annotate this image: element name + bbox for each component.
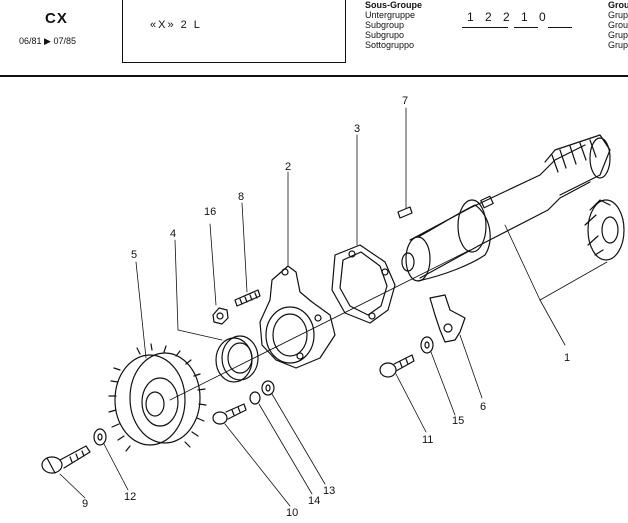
pulley-bolt: [41, 445, 91, 474]
group-labels: Grou Grup Grou Grup Grup: [608, 0, 628, 50]
engine-box: [122, 0, 346, 63]
callout-1: 1: [564, 352, 570, 364]
toothed-pulley: [108, 343, 207, 452]
subgroup-label-en: Subgroup: [365, 20, 405, 30]
assembly-axis: [169, 249, 471, 401]
callout-labels: 1 2 3 4 5 6 7 8 9 10 11 12 13 14 15 16: [82, 95, 570, 519]
callout-9: 9: [82, 498, 88, 510]
engine-label: «X» 2 L: [150, 19, 202, 31]
oil-seal: [215, 335, 259, 383]
washer-13: [261, 380, 275, 396]
code-digit-1: 1: [467, 10, 474, 24]
callout-8: 8: [238, 191, 244, 203]
group-label-en: Grou: [608, 20, 628, 30]
code-underline-2: [514, 27, 538, 28]
subgroup-label-es: Subgrupo: [365, 30, 405, 40]
code-underline-1: [462, 27, 508, 28]
subgroup-label-fr: Sous-Groupe: [365, 0, 423, 10]
group-label-es: Grup: [608, 30, 628, 40]
callout-10: 10: [286, 507, 298, 519]
callout-16: 16: [204, 206, 216, 218]
header-divider: [0, 75, 628, 77]
subgroup-label-it: Sottogruppo: [365, 40, 415, 50]
date-range: 06/81 ▶ 07/85: [19, 36, 76, 46]
stud: [234, 289, 261, 307]
washer-15: [420, 336, 434, 354]
code-digit-2: 2: [485, 10, 492, 24]
callout-15: 15: [452, 415, 464, 427]
nut-16: [212, 307, 229, 325]
housing-bolt: [212, 403, 247, 425]
bearing-housing: [259, 265, 336, 369]
bracket-bolt: [379, 354, 415, 378]
callout-11: 11: [422, 434, 433, 446]
callout-6: 6: [480, 401, 486, 413]
callout-4: 4: [170, 228, 176, 240]
group-label-de: Grup: [608, 10, 628, 20]
camshaft-assembly: [401, 134, 625, 282]
callout-3: 3: [354, 123, 360, 135]
bracket: [429, 294, 466, 343]
model-name: CX: [45, 10, 68, 27]
code-digit-4: 1: [521, 10, 528, 24]
subgroup-label-de: Untergruppe: [365, 10, 416, 20]
code-digit-5: 0: [539, 10, 546, 24]
callout-7: 7: [402, 95, 408, 107]
group-label-it: Grup: [608, 40, 628, 50]
callout-5: 5: [131, 249, 137, 261]
callout-14: 14: [308, 495, 320, 507]
callout-2: 2: [285, 161, 291, 173]
callout-12: 12: [124, 491, 136, 503]
code-underline-3: [548, 27, 572, 28]
washer-12: [93, 428, 107, 446]
washer-14: [249, 391, 261, 405]
woodruff-key: [397, 206, 413, 219]
leader-lines: [59, 107, 608, 507]
group-label-fr: Grou: [608, 0, 628, 10]
gasket: [331, 244, 396, 324]
callout-13: 13: [323, 485, 335, 497]
code-digit-3: 2: [503, 10, 510, 24]
subgroup-labels: Sous-Groupe Untergruppe Subgroup Subgrup…: [365, 0, 422, 50]
